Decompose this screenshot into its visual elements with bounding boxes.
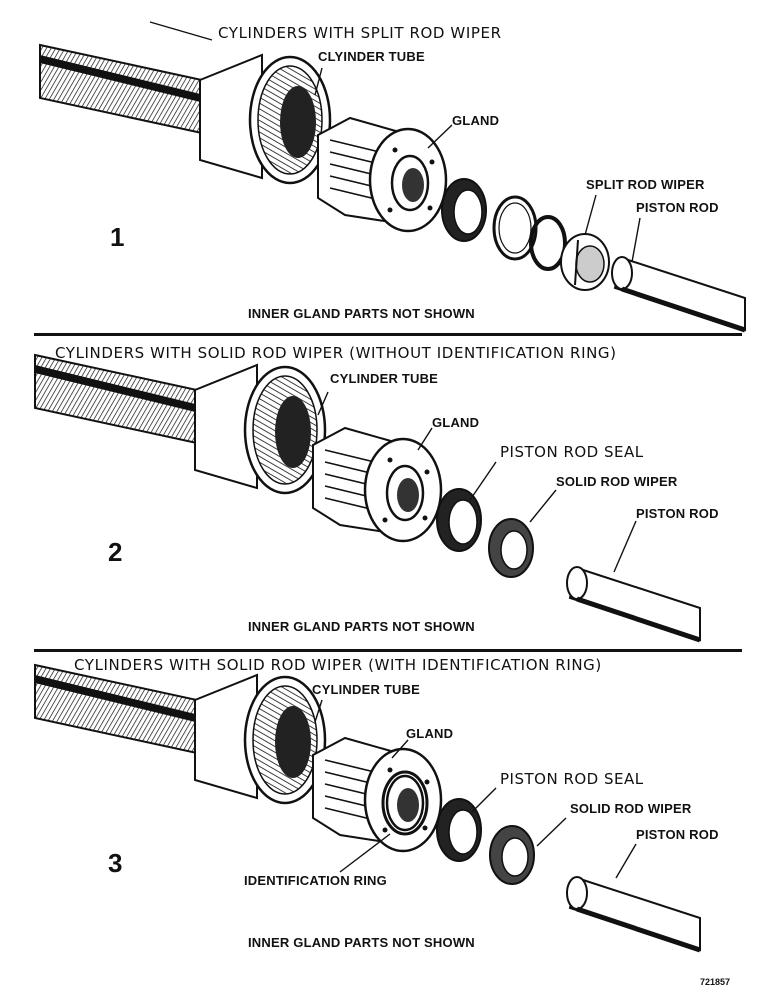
panel-2-seal-label: PISTON ROD SEAL xyxy=(500,443,644,461)
panel-3-tube-label: CYLINDER TUBE xyxy=(312,682,421,697)
panel-2-tube-label: CYLINDER TUBE xyxy=(330,371,439,386)
panel-1-gland-label: GLAND xyxy=(452,113,500,128)
panel-1-tube-label: CLYINDER TUBE xyxy=(318,49,425,64)
panel-3-note: INNER GLAND PARTS NOT SHOWN xyxy=(248,935,475,950)
panel-2-assembly xyxy=(33,353,700,640)
panel-3-rod-label: PISTON ROD xyxy=(636,827,719,842)
panel-3-id-ring-label: IDENTIFICATION RING xyxy=(244,873,387,888)
panel-3-title: CYLINDERS WITH SOLID ROD WIPER (WITH IDE… xyxy=(74,656,602,674)
panel-2-number: 2 xyxy=(108,537,123,567)
leader-lines xyxy=(149,21,641,879)
panel-separator-2 xyxy=(34,649,742,652)
panel-2-gland-label: GLAND xyxy=(432,415,480,430)
panel-1-number: 1 xyxy=(110,222,125,252)
panel-3-assembly xyxy=(33,663,700,950)
panel-3-seal-label: PISTON ROD SEAL xyxy=(500,770,644,788)
panel-1-rod-label: PISTON ROD xyxy=(636,200,719,215)
figure-code: 721857 xyxy=(700,977,731,987)
panel-2-note: INNER GLAND PARTS NOT SHOWN xyxy=(248,619,475,634)
panel-3-gland-label: GLAND xyxy=(406,726,454,741)
panel-1-note: INNER GLAND PARTS NOT SHOWN xyxy=(248,306,475,321)
panel-1-wiper-label: SPLIT ROD WIPER xyxy=(586,177,705,192)
panel-separator-1 xyxy=(34,333,742,336)
panel-1-title: CYLINDERS WITH SPLIT ROD WIPER xyxy=(218,24,502,42)
panel-3-wiper-label: SOLID ROD WIPER xyxy=(570,801,692,816)
panel-2-wiper-label: SOLID ROD WIPER xyxy=(556,474,678,489)
panel-3-number: 3 xyxy=(108,848,123,878)
panel-2-rod-label: PISTON ROD xyxy=(636,506,719,521)
panel-1-assembly xyxy=(38,43,745,330)
panel-2-title: CYLINDERS WITH SOLID ROD WIPER (WITHOUT … xyxy=(55,344,617,362)
